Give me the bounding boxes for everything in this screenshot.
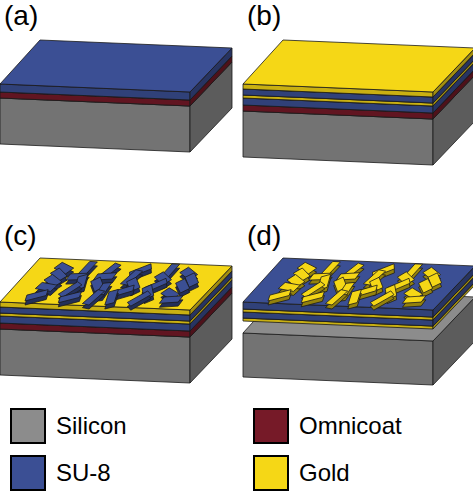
bar-top xyxy=(370,291,394,306)
layer-front-face xyxy=(243,333,433,385)
legend-swatch xyxy=(253,408,289,444)
bar-top xyxy=(402,296,426,304)
layer-top-face xyxy=(243,258,473,310)
layer-top-face xyxy=(0,258,232,310)
bar-top xyxy=(419,279,433,293)
legend-swatch xyxy=(10,408,46,444)
bar-top xyxy=(58,292,81,303)
legend-text: Omnicoat xyxy=(299,414,402,438)
bar-top xyxy=(268,290,291,301)
bar-top xyxy=(82,290,104,305)
panel-label: (c) xyxy=(4,222,37,250)
layer-top-face xyxy=(243,40,473,92)
legend-text: SU-8 xyxy=(56,461,111,485)
bar-top xyxy=(348,289,362,305)
layer-front-face xyxy=(243,111,433,165)
legend-swatch xyxy=(10,455,46,491)
panel-label: (b) xyxy=(247,2,281,30)
bar-top xyxy=(127,291,151,306)
legend-swatch xyxy=(253,455,289,491)
layer-front-face xyxy=(0,329,190,383)
layer-top-face xyxy=(0,40,232,92)
bar-top xyxy=(325,290,347,305)
bar-top xyxy=(25,290,48,301)
legend-text: Silicon xyxy=(56,414,127,438)
legend-text: Gold xyxy=(299,461,350,485)
bar-top xyxy=(159,296,183,304)
layer-front-face xyxy=(0,98,190,152)
bar-top xyxy=(176,279,190,293)
bar-top xyxy=(301,292,324,303)
panel-label: (a) xyxy=(4,2,38,30)
bar-top xyxy=(105,289,119,305)
panel-label: (d) xyxy=(247,222,281,250)
